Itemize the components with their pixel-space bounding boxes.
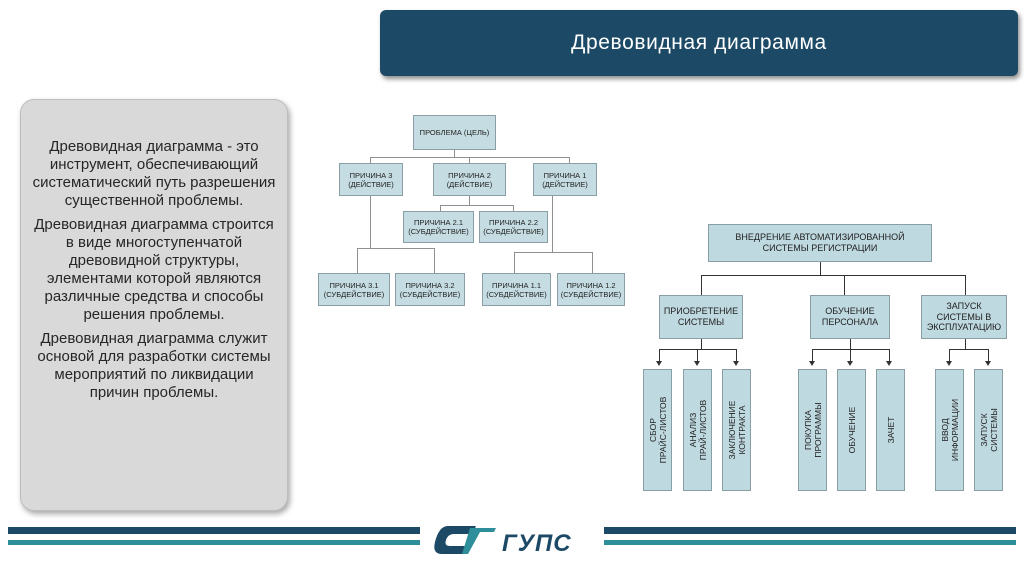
acquire-system-node: ПРИОБРЕТЕНИЕ СИСТЕМЫ: [659, 295, 743, 339]
cause-2-1-node: ПРИЧИНА 2.1 (СУБДЕЙСТВИЕ): [403, 211, 474, 243]
cause-1-label: ПРИЧИНА 1 (ДЕЙСТВИЕ): [542, 170, 588, 189]
cause-2-1-label: ПРИЧИНА 2.1 (СУБДЕЙСТВИЕ): [408, 218, 469, 236]
university-logo: ЭМ ГУПС: [434, 526, 572, 557]
logo-text: ГУПС: [502, 530, 572, 557]
cause-1-node: ПРИЧИНА 1 (ДЕЙСТВИЕ): [533, 163, 597, 196]
launch-system-label: ЗАПУСК СИСТЕМЫ В ЭКСПЛУАТАЦИЮ: [926, 300, 1002, 333]
leaf-exam: ЗАЧЕТ: [876, 369, 905, 491]
cause-3-2-label: ПРИЧИНА 3.2 (СУБДЕЙСТВИЕ): [399, 280, 461, 299]
cause-1-2-node: ПРИЧИНА 1.2 (СУБДЕЙСТВИЕ): [557, 273, 625, 306]
cause-3-label: ПРИЧИНА 3 (ДЕЙСТВИЕ): [348, 170, 394, 189]
cause-1-1-label: ПРИЧИНА 1.1 (СУБДЕЙСТВИЕ): [486, 280, 547, 299]
cause-3-1-node: ПРИЧИНА 3.1 (СУБДЕЙСТВИЕ): [318, 273, 390, 306]
cause-2-node: ПРИЧИНА 2 (ДЕЙСТВИЕ): [433, 163, 506, 196]
cause-3-2-node: ПРИЧИНА 3.2 (СУБДЕЙСТВИЕ): [395, 273, 465, 306]
leaf-collect-pricelists: СБОР ПРАЙС-ЛИСТОВ: [643, 369, 672, 491]
leaf-training: ОБУЧЕНИЕ: [837, 369, 866, 491]
cause-2-2-node: ПРИЧИНА 2.2 (СУБДЕЙСТВИЕ): [479, 211, 548, 243]
leaf-sign-contract-label: ЗАКЛЮЧЕНИЕ КОНТРАКТА: [726, 400, 747, 460]
cause-2-2-label: ПРИЧИНА 2.2 (СУБДЕЙСТВИЕ): [483, 218, 544, 236]
leaf-analyze-pricelists: АНАЛИЗ ПРАЙ-ЛИСТОВ: [683, 369, 712, 491]
leaf-training-label: ОБУЧЕНИЕ: [846, 406, 857, 454]
leaf-start-system-label: ЗАПУСК СИСТЕМЫ: [978, 408, 999, 452]
acquire-system-label: ПРИОБРЕТЕНИЕ СИСТЕМЫ: [663, 306, 739, 327]
train-staff-node: ОБУЧЕНИЕ ПЕРСОНАЛА: [810, 295, 890, 339]
logo-small-text: ЭМ: [452, 537, 465, 546]
cause-3-node: ПРИЧИНА 3 (ДЕЙСТВИЕ): [339, 163, 403, 196]
registration-root-label: ВНЕДРЕНИЕ АВТОМАТИЗИРОВАННОЙ СИСТЕМЫ РЕГ…: [735, 232, 905, 253]
description-panel: Древовидная диаграмма - это инструмент, …: [20, 99, 288, 511]
footer-bar-left-top: [8, 527, 420, 534]
train-staff-label: ОБУЧЕНИЕ ПЕРСОНАЛА: [821, 306, 879, 327]
leaf-buy-program-label: ПОКУПКА ПРОГРАММЫ: [802, 402, 823, 458]
paragraph-definition: Древовидная диаграмма - это инструмент, …: [32, 138, 276, 209]
title-banner: Древовидная диаграмма: [380, 10, 1018, 76]
leaf-sign-contract: ЗАКЛЮЧЕНИЕ КОНТРАКТА: [722, 369, 751, 491]
paragraph-structure: Древовидная диаграмма строится в виде мн…: [34, 216, 274, 323]
leaf-buy-program: ПОКУПКА ПРОГРАММЫ: [798, 369, 827, 491]
cause-3-1-label: ПРИЧИНА 3.1 (СУБДЕЙСТВИЕ): [323, 280, 385, 299]
cause-1-1-node: ПРИЧИНА 1.1 (СУБДЕЙСТВИЕ): [482, 273, 551, 306]
leaf-analyze-pricelists-label: АНАЛИЗ ПРАЙ-ЛИСТОВ: [687, 399, 708, 461]
leaf-exam-label: ЗАЧЕТ: [885, 416, 896, 444]
launch-system-node: ЗАПУСК СИСТЕМЫ В ЭКСПЛУАТАЦИЮ: [921, 295, 1007, 339]
leaf-collect-pricelists-label: СБОР ПРАЙС-ЛИСТОВ: [647, 396, 668, 464]
footer-bar-right-top: [604, 527, 1016, 534]
root-problem-label: ПРОБЛЕМА (ЦЕЛЬ): [419, 128, 490, 137]
page-title: Древовидная диаграмма: [571, 31, 827, 54]
registration-root-node: ВНЕДРЕНИЕ АВТОМАТИЗИРОВАННОЙ СИСТЕМЫ РЕГ…: [708, 224, 932, 262]
leaf-data-entry: ВВОД ИНФОРМАЦИИ: [935, 369, 964, 491]
cause-2-label: ПРИЧИНА 2 (ДЕЙСТВИЕ): [446, 170, 493, 189]
leaf-data-entry-label: ВВОД ИНФОРМАЦИИ: [939, 398, 960, 462]
leaf-start-system: ЗАПУСК СИСТЕМЫ: [974, 369, 1003, 491]
footer-bar-left-bottom: [8, 540, 420, 545]
footer-bar-right-bottom: [604, 540, 1016, 545]
paragraph-purpose: Древовидная диаграмма служит основой для…: [37, 330, 271, 401]
root-problem-node: ПРОБЛЕМА (ЦЕЛЬ): [413, 115, 496, 150]
cause-1-2-label: ПРИЧИНА 1.2 (СУБДЕЙСТВИЕ): [560, 280, 622, 299]
